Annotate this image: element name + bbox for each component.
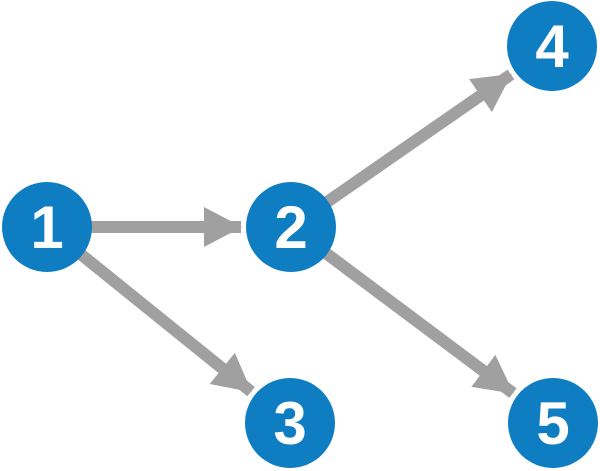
- node-2: 2: [246, 182, 336, 272]
- node-circle: [2, 182, 92, 272]
- node-1: 1: [2, 182, 92, 272]
- edge-2-5: [287, 222, 517, 398]
- node-label: 4: [535, 13, 569, 80]
- node-circle: [507, 1, 597, 91]
- node-3: 3: [245, 378, 335, 468]
- node-5: 5: [508, 378, 598, 468]
- node-label: 5: [536, 390, 569, 457]
- node-4: 4: [507, 1, 597, 91]
- node-circle: [245, 378, 335, 468]
- node-label: 3: [273, 390, 306, 457]
- node-label: 1: [30, 194, 63, 261]
- node-label: 2: [274, 194, 307, 261]
- node-circle: [508, 378, 598, 468]
- node-circle: [246, 182, 336, 272]
